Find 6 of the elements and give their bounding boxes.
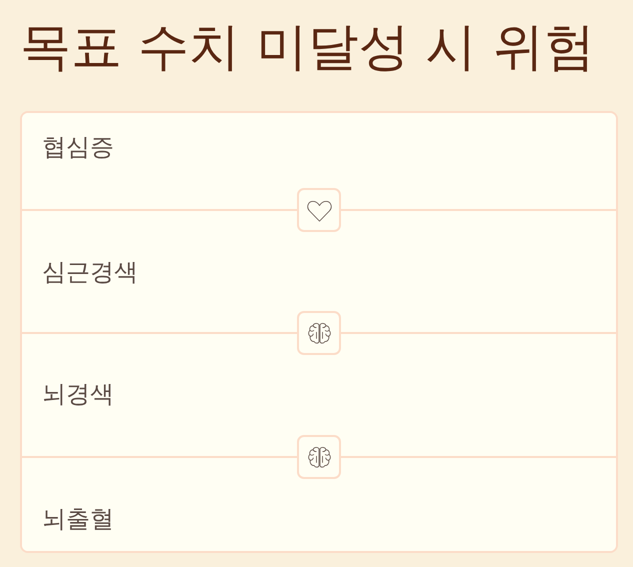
row-label: 심근경색 [42,258,138,287]
row-label: 뇌경색 [42,380,114,409]
list-row [22,456,616,551]
title: 목표 수치 미달성 시 위험 [20,17,595,78]
row-label: 협심증 [42,133,114,162]
row-label: 뇌출혈 [42,505,114,534]
